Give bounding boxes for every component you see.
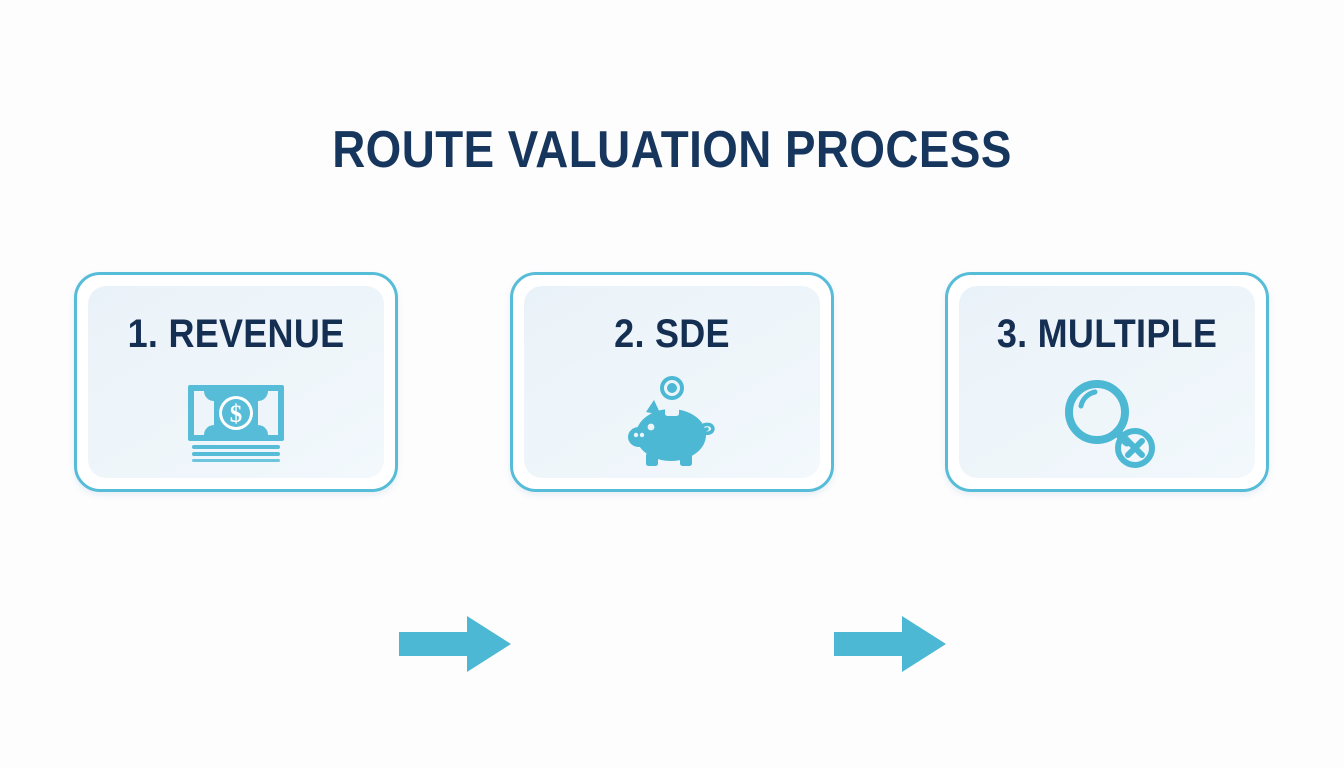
magnifier-multiply-icon [959, 374, 1255, 470]
arrow-right-icon-2 [834, 616, 946, 672]
step-panel: 2. SDE [524, 286, 820, 478]
arrow-right-icon-1 [399, 616, 511, 672]
page-title: ROUTE VALUATION PROCESS [332, 121, 1012, 179]
piggy-bank-icon [524, 374, 820, 470]
step-label-multiple: 3. MULTIPLE [996, 312, 1218, 356]
svg-text:$: $ [230, 401, 243, 428]
step-label-revenue: 1. REVENUE [127, 312, 345, 356]
banknote-icon: $ [88, 374, 384, 470]
step-label-sde: 2. SDE [614, 312, 730, 356]
step-panel: 3. MULTIPLE [959, 286, 1255, 478]
step-box-sde[interactable]: 2. SDE [510, 272, 834, 492]
step-panel: 1. REVENUE $ [88, 286, 384, 478]
process-steps-row: 1. REVENUE $ [0, 272, 1344, 672]
step-box-multiple[interactable]: 3. MULTIPLE [945, 272, 1269, 492]
step-box-revenue[interactable]: 1. REVENUE $ [74, 272, 398, 492]
